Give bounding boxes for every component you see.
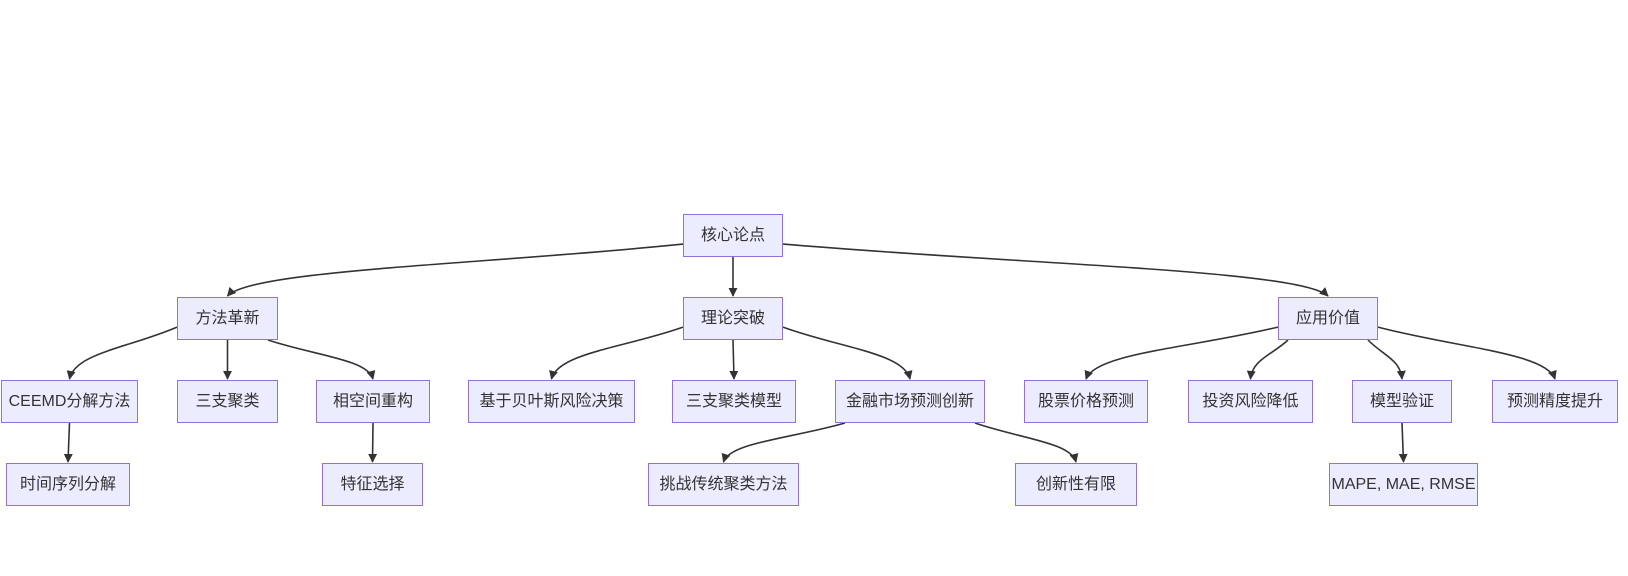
node-label-ceemd: CEEMD分解方法	[8, 392, 131, 410]
node-label-core: 核心论点	[700, 226, 765, 244]
edge-method-ceemd	[66, 326, 178, 380]
node-threeway: 三支聚类	[177, 380, 278, 423]
edge-ceemd-tsdecomp	[63, 422, 73, 463]
node-label-metrics: MAPE, MAE, RMSE	[1331, 475, 1476, 493]
node-threemodel: 三支聚类模型	[672, 380, 796, 423]
node-label-threemodel: 三支聚类模型	[685, 392, 782, 410]
node-label-threeway: 三支聚类	[195, 392, 260, 410]
edge-application-accuracy	[1377, 326, 1557, 380]
edge-theory-finance	[782, 326, 913, 380]
node-risk: 投资风险降低	[1188, 380, 1313, 423]
node-application: 应用价值	[1278, 297, 1378, 340]
node-label-feature: 特征选择	[340, 475, 405, 493]
edge-application-validation	[1367, 339, 1406, 380]
node-core: 核心论点	[683, 214, 783, 257]
node-feature: 特征选择	[322, 463, 423, 506]
node-label-validation: 模型验证	[1369, 392, 1434, 410]
edge-theory-threemodel	[729, 339, 739, 380]
node-finance: 金融市场预测创新	[835, 380, 985, 423]
node-validation: 模型验证	[1352, 380, 1452, 423]
node-theory: 理论突破	[683, 297, 783, 340]
node-label-phase: 相空间重构	[332, 392, 413, 410]
node-metrics: MAPE, MAE, RMSE	[1329, 463, 1478, 506]
node-label-accuracy: 预测精度提升	[1506, 392, 1603, 410]
node-ceemd: CEEMD分解方法	[1, 380, 138, 423]
edge-phase-feature	[368, 422, 378, 463]
edge-application-stock	[1084, 326, 1279, 380]
edge-finance-challenge	[721, 422, 846, 463]
edge-validation-metrics	[1398, 422, 1408, 463]
node-accuracy: 预测精度提升	[1492, 380, 1618, 423]
node-phase: 相空间重构	[316, 380, 430, 423]
node-challenge: 挑战传统聚类方法	[648, 463, 799, 506]
node-label-stock: 股票价格预测	[1037, 392, 1134, 410]
node-label-limited: 创新性有限	[1035, 475, 1116, 493]
node-label-theory: 理论突破	[700, 309, 765, 327]
node-tsdecomp: 时间序列分解	[6, 463, 130, 506]
node-label-finance: 金融市场预测创新	[845, 392, 974, 410]
node-label-tsdecomp: 时间序列分解	[19, 475, 116, 493]
node-label-method: 方法革新	[195, 309, 260, 327]
node-label-challenge: 挑战传统聚类方法	[659, 475, 788, 493]
edge-core-application	[782, 243, 1329, 297]
node-bayes: 基于贝叶斯风险决策	[468, 380, 635, 423]
edge-finance-limited	[974, 422, 1079, 463]
edge-application-risk	[1246, 339, 1289, 380]
edge-core-method	[226, 243, 684, 297]
edge-method-phase	[267, 339, 376, 380]
node-label-bayes: 基于贝叶斯风险决策	[479, 392, 624, 410]
edge-theory-bayes	[549, 326, 684, 380]
node-stock: 股票价格预测	[1024, 380, 1148, 423]
node-label-risk: 投资风险降低	[1202, 392, 1299, 410]
node-limited: 创新性有限	[1015, 463, 1137, 506]
node-label-application: 应用价值	[1295, 309, 1360, 327]
node-method: 方法革新	[177, 297, 278, 340]
